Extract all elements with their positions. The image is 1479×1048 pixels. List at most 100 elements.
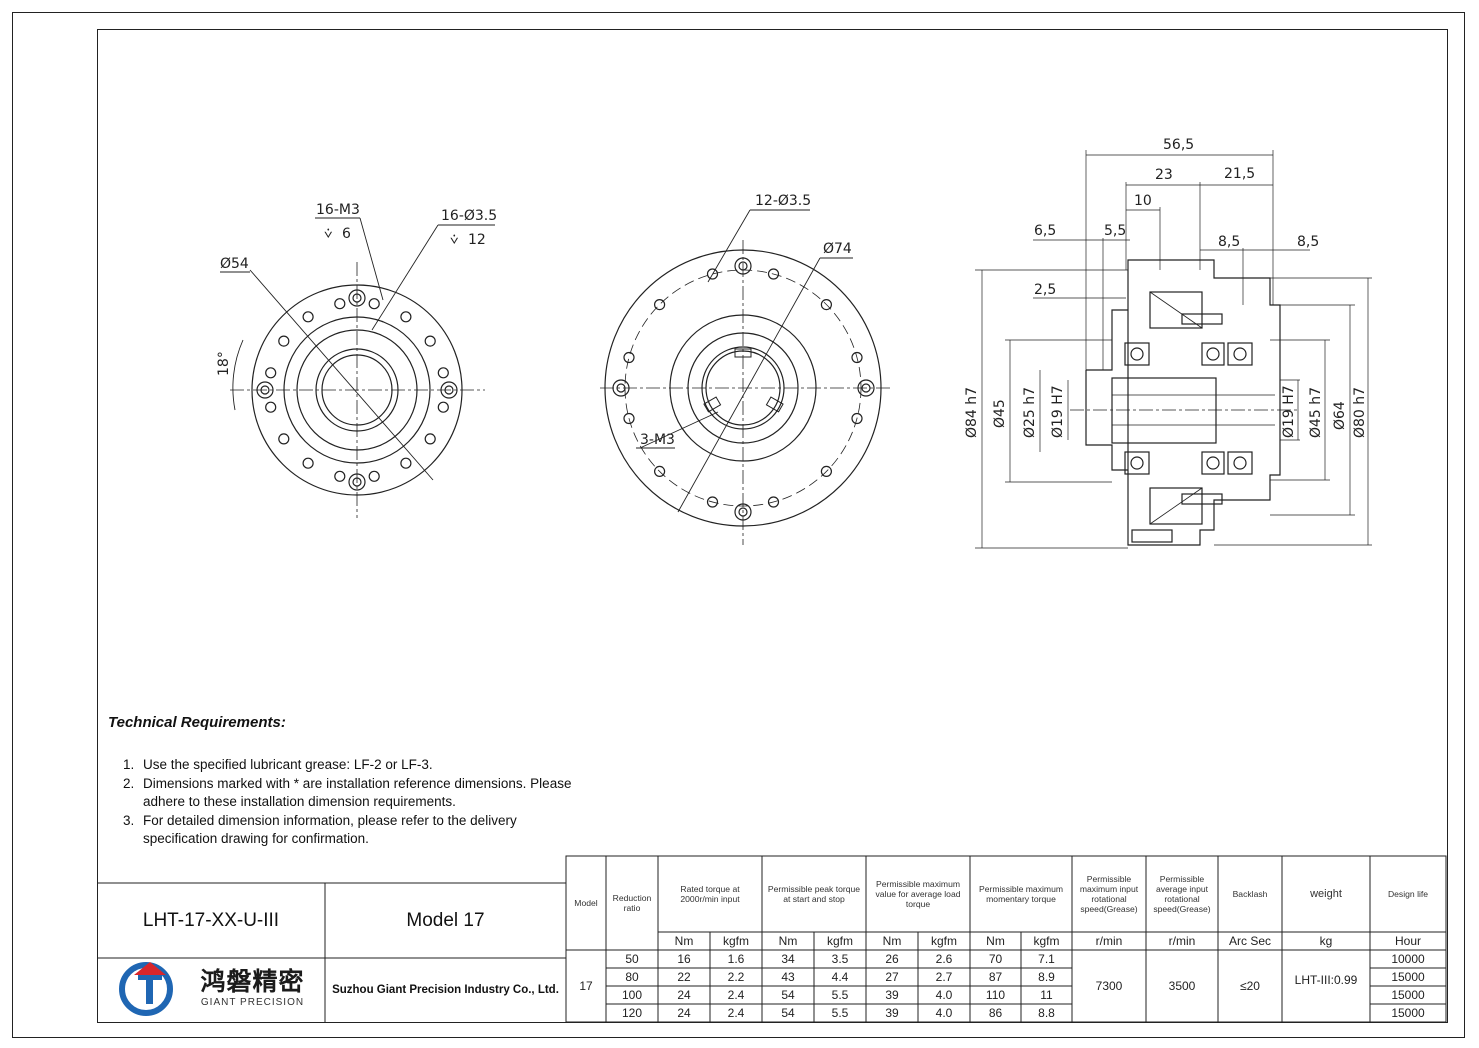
bolt-hole: [302, 311, 314, 323]
model-name: Model 17: [406, 909, 485, 931]
depth-symbol: ⩒: [450, 232, 459, 248]
pin-hole: [857, 379, 875, 397]
pin-hole: [616, 383, 626, 393]
dim-label: Ø45: [992, 399, 1008, 428]
pin-hole: [260, 385, 270, 395]
unit-cell: kg: [1319, 934, 1333, 948]
hdr-weight: weight: [1310, 888, 1342, 900]
bolt-hole: [706, 496, 719, 508]
hdr-momentary: Permissible maximum momentary torque: [978, 884, 1064, 904]
model-cell: 17: [579, 979, 593, 993]
hdr-backlash: Backlash: [1232, 889, 1268, 899]
table-cell: 22: [677, 970, 691, 984]
dim-label: Ø64: [1332, 401, 1348, 430]
table-cell: 120: [621, 1006, 643, 1020]
bolt-hole: [368, 298, 380, 310]
dim-label: 2,5: [1034, 282, 1056, 298]
pin-hole: [256, 381, 274, 399]
bolt-hole: [437, 401, 449, 413]
middle-bolt-holes: [612, 257, 875, 521]
hdr-avg: Permissible maximum value for average lo…: [875, 879, 961, 909]
middle-view-labels: 12-Ø3.5 Ø74 3-M3: [640, 193, 852, 448]
hdr-model: Model: [574, 898, 598, 908]
d54-label: Ø54: [220, 256, 249, 272]
table-cell: 2.7: [935, 970, 953, 984]
table-cell: 80: [625, 970, 639, 984]
table-cell: 50: [625, 952, 639, 966]
mid-m3-label: 3-M3: [640, 432, 675, 448]
pin-hole: [348, 289, 366, 307]
model-code: LHT-17-XX-U-III: [142, 909, 280, 931]
d74-label: Ø74: [823, 241, 852, 257]
company-name: Suzhou Giant Precision Industry Co., Ltd…: [332, 984, 559, 996]
unit-cell: Arc Sec: [1228, 934, 1271, 948]
bolt-hole: [278, 433, 290, 445]
bolt-hole: [767, 268, 780, 280]
dim-label: Ø84 h7: [964, 387, 980, 438]
table-cell: 2.4: [727, 1006, 745, 1020]
pin-hole: [738, 507, 748, 517]
bolt-hole: [424, 335, 436, 347]
unit-cell: kgfm: [1033, 934, 1060, 948]
bolt-hole: [424, 433, 436, 445]
table-cell: 2.6: [935, 952, 953, 966]
bolt-hole: [302, 457, 314, 469]
dim-label: Ø19 H7: [1281, 385, 1297, 438]
unit-cell: kgfm: [722, 934, 749, 948]
side-section-view: [975, 150, 1372, 549]
m3-label: 16-M3: [316, 202, 360, 218]
table-cell: 8.8: [1038, 1006, 1055, 1020]
pin-hole: [352, 293, 362, 303]
dim-label: Ø25 h7: [1022, 387, 1038, 438]
unit-cell: r/min: [1168, 934, 1196, 948]
dim-label: 21,5: [1224, 166, 1255, 182]
bolt-hole: [368, 470, 380, 482]
pin-hole: [738, 261, 748, 271]
table-cell: 27: [885, 970, 899, 984]
pin-hole: [612, 379, 630, 397]
unit-cell: kgfm: [826, 934, 853, 948]
backlash-cell: ≤20: [1240, 979, 1260, 993]
unit-cell: Nm: [778, 934, 798, 948]
company-logo: [119, 962, 173, 1016]
left-view-labels: Ø54 16-M3 ⩒ 6 16-Ø3.5 ⩒ 12 18°: [216, 202, 497, 376]
table-cell: 5.5: [831, 1006, 849, 1020]
dim-label: 6,5: [1034, 223, 1056, 239]
table-cell: 15000: [1391, 970, 1425, 984]
side-view-labels: 56,5 23 21,5 10 6,5 5,5 8,5 8,5 2,5 Ø84 …: [964, 137, 1368, 438]
table-cell: 7.1: [1038, 952, 1055, 966]
holes-label: 16-Ø3.5: [441, 208, 497, 224]
table-cell: 39: [885, 1006, 899, 1020]
hdr-rated: Rated torque at 2000r/min input: [680, 884, 740, 904]
table-cell: 16: [677, 952, 691, 966]
bolt-hole: [265, 401, 277, 413]
dim-label: Ø19 H7: [1050, 385, 1066, 438]
left-bolt-holes: [256, 289, 458, 491]
max-speed-cell: 7300: [1095, 979, 1123, 993]
title-block-lines: [97, 855, 1447, 1023]
table-cell: 2.4: [727, 988, 745, 1002]
pin-hole: [861, 383, 871, 393]
tech-req-item: 3.For detailed dimension information, pl…: [123, 813, 517, 846]
tech-req-item: 2.Dimensions marked with * are installat…: [123, 776, 572, 809]
mid-holes-label: 12-Ø3.5: [755, 193, 811, 209]
unit-cell: Nm: [674, 934, 694, 948]
bolt-hole: [265, 367, 277, 379]
table-cell: 24: [677, 1006, 691, 1020]
pin-hole: [734, 257, 752, 275]
hdr-peak: Permissible peak torque at start and sto…: [767, 884, 861, 904]
table-cell: 5.5: [831, 988, 849, 1002]
table-cell: 4.0: [935, 988, 953, 1002]
bolt-hole: [820, 465, 833, 477]
dim-label: 56,5: [1163, 137, 1194, 153]
hdr-ratio: Reduction ratio: [612, 893, 652, 913]
bolt-hole: [400, 311, 412, 323]
table-cell: 8.9: [1038, 970, 1055, 984]
tech-req-list: 1.Use the specified lubricant grease: LF…: [120, 756, 583, 849]
bolt-hole: [623, 351, 635, 364]
weight-cell: LHT-III:0.99: [1294, 973, 1358, 987]
dim-label: Ø80 h7: [1352, 387, 1368, 438]
table-cell: 70: [988, 952, 1003, 966]
hdr-life: Design life: [1387, 889, 1429, 899]
